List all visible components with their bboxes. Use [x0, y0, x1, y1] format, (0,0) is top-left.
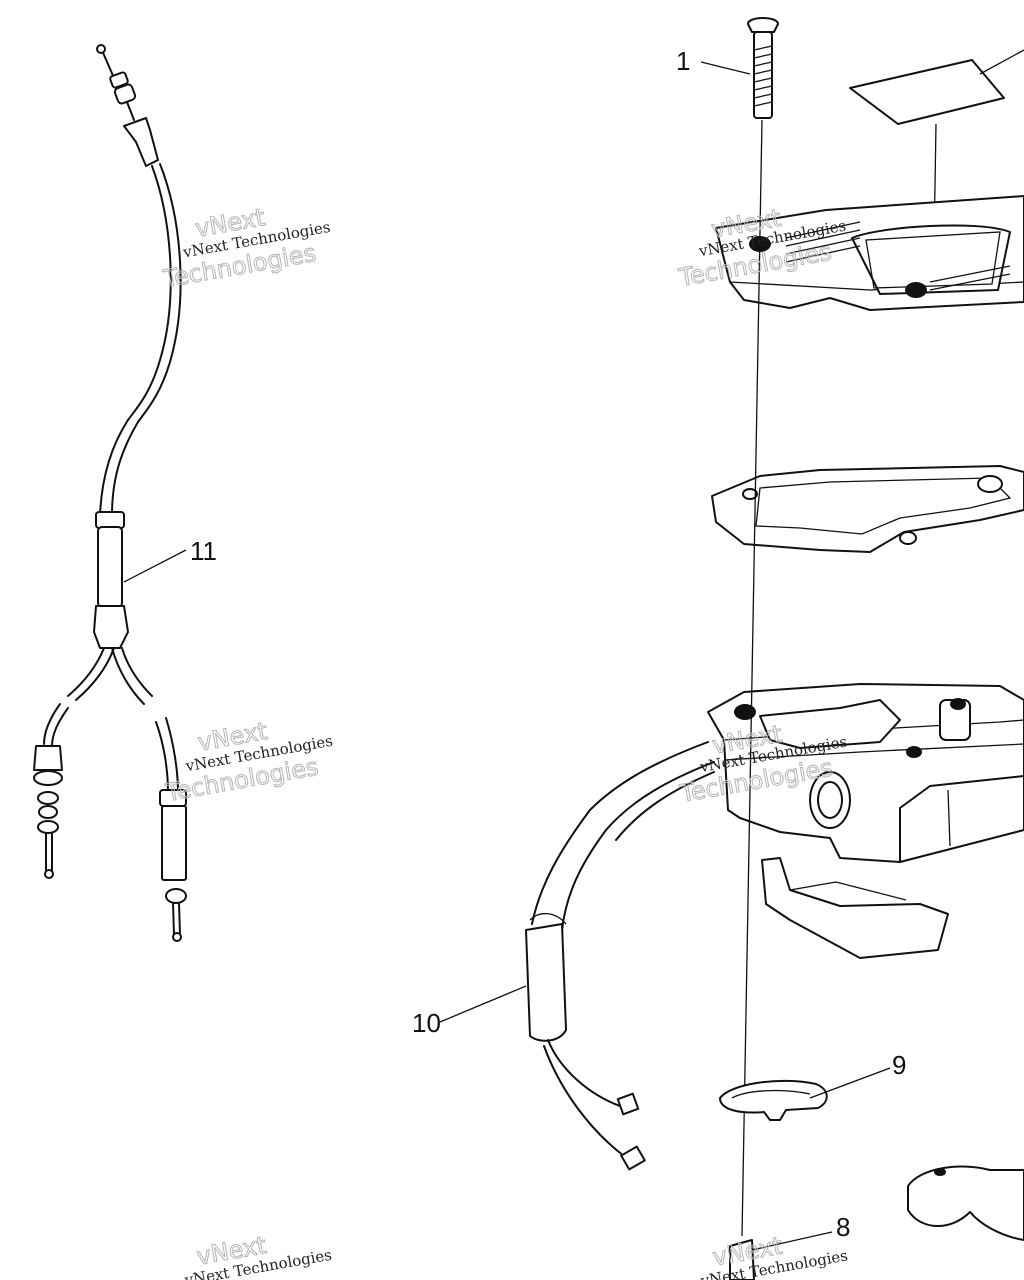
callout-label-10: 10: [412, 1008, 441, 1038]
retaining-clip-part-9: [719, 1067, 891, 1121]
callout-label-9: 9: [892, 1050, 906, 1080]
watermark-bottom-left: vNext vNext Technologies: [182, 1231, 333, 1280]
screw-part-8: [729, 1231, 833, 1280]
throttle-cable-assembly: [33, 44, 187, 942]
cover-plate: [715, 195, 1024, 311]
callout-label-11: 11: [190, 536, 217, 566]
watermark-mid-left: vNext vNext Technologies Technologies: [162, 716, 334, 807]
wiring-harness: [439, 741, 715, 1171]
screw-part-1: [700, 17, 779, 119]
control-housing-explosion: [439, 17, 1024, 1280]
throttle-housing: [707, 683, 1024, 959]
callout-label-8: 8: [836, 1212, 850, 1242]
handlebar-clamp: [907, 1165, 1024, 1241]
callout-label-1: 1: [676, 46, 690, 76]
watermark-bottom-right: vNext vNext Technologies: [698, 1231, 849, 1280]
watermark-top-left: vNext vNext Technologies Technologies: [160, 203, 332, 294]
gasket: [711, 465, 1024, 553]
decal-part: [849, 59, 1005, 125]
